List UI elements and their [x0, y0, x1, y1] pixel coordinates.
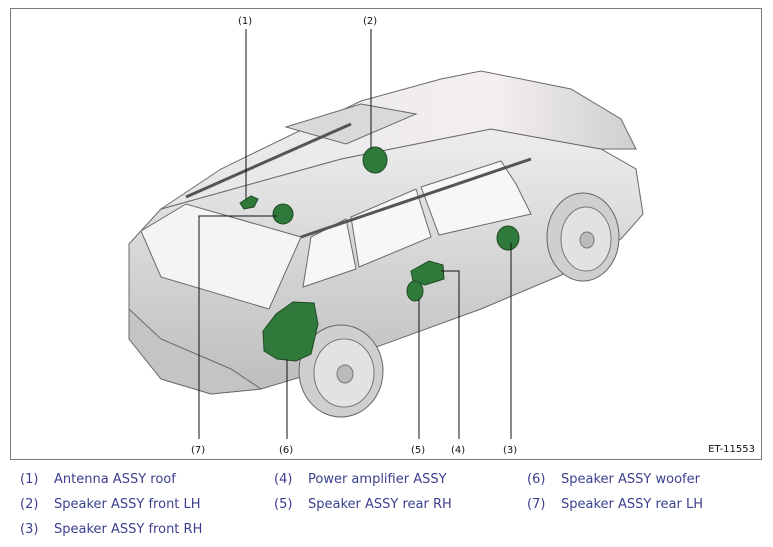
callout-7: (7) — [191, 445, 205, 456]
callout-labels: (1) (2) (3) (4) (5) (6) (7) — [191, 16, 517, 456]
legend-item-speaker-rear-rh: (5) Speaker ASSY rear RH — [274, 497, 452, 512]
speaker-woofer-component — [262, 301, 319, 362]
legend-label: Speaker ASSY rear RH — [308, 497, 452, 512]
callout-3: (3) — [503, 445, 517, 456]
speaker-rear-rh-component — [406, 280, 424, 302]
legend-number: (5) — [274, 497, 293, 512]
callout-2: (2) — [363, 16, 377, 27]
legend-label: Power amplifier ASSY — [308, 472, 447, 487]
legend-item-power-amplifier: (4) Power amplifier ASSY — [274, 472, 447, 487]
legend-label: Speaker ASSY front LH — [54, 497, 201, 512]
leader-lines — [198, 29, 512, 439]
speaker-front-rh-component — [496, 225, 520, 251]
vehicle-diagram-frame: (1) (2) (3) (4) (5) (6) (7) ET-11553 — [10, 8, 762, 460]
legend-item-speaker-woofer: (6) Speaker ASSY woofer — [527, 472, 700, 487]
legend-label: Speaker ASSY rear LH — [561, 497, 703, 512]
figure-id: ET-11553 — [708, 444, 755, 455]
legend-number: (4) — [274, 472, 293, 487]
legend-item-speaker-front-lh: (2) Speaker ASSY front LH — [20, 497, 201, 512]
callout-1: (1) — [238, 16, 252, 27]
vehicle-illustration: (1) (2) (3) (4) (5) (6) (7) — [128, 16, 644, 456]
legend-number: (1) — [20, 472, 39, 487]
legend-number: (6) — [527, 472, 546, 487]
legend-item-speaker-rear-lh: (7) Speaker ASSY rear LH — [527, 497, 703, 512]
callout-5: (5) — [411, 445, 425, 456]
legend-number: (3) — [20, 522, 39, 537]
legend: (1) Antenna ASSY roof (2) Speaker ASSY fro… — [0, 466, 773, 546]
rear-wheel — [298, 324, 384, 418]
car-body — [128, 70, 644, 395]
legend-label: Speaker ASSY front RH — [54, 522, 203, 537]
legend-label: Antenna ASSY roof — [54, 472, 176, 487]
front-wheel — [546, 192, 620, 282]
legend-number: (7) — [527, 497, 546, 512]
callout-4: (4) — [451, 445, 465, 456]
legend-item-speaker-front-rh: (3) Speaker ASSY front RH — [20, 522, 202, 537]
legend-item-antenna: (1) Antenna ASSY roof — [20, 472, 176, 487]
legend-number: (2) — [20, 497, 39, 512]
speaker-rear-lh-component — [272, 203, 294, 225]
callout-6: (6) — [279, 445, 293, 456]
speaker-front-lh-component — [362, 146, 388, 174]
antenna-roof-component — [239, 195, 259, 210]
legend-label: Speaker ASSY woofer — [561, 472, 700, 487]
